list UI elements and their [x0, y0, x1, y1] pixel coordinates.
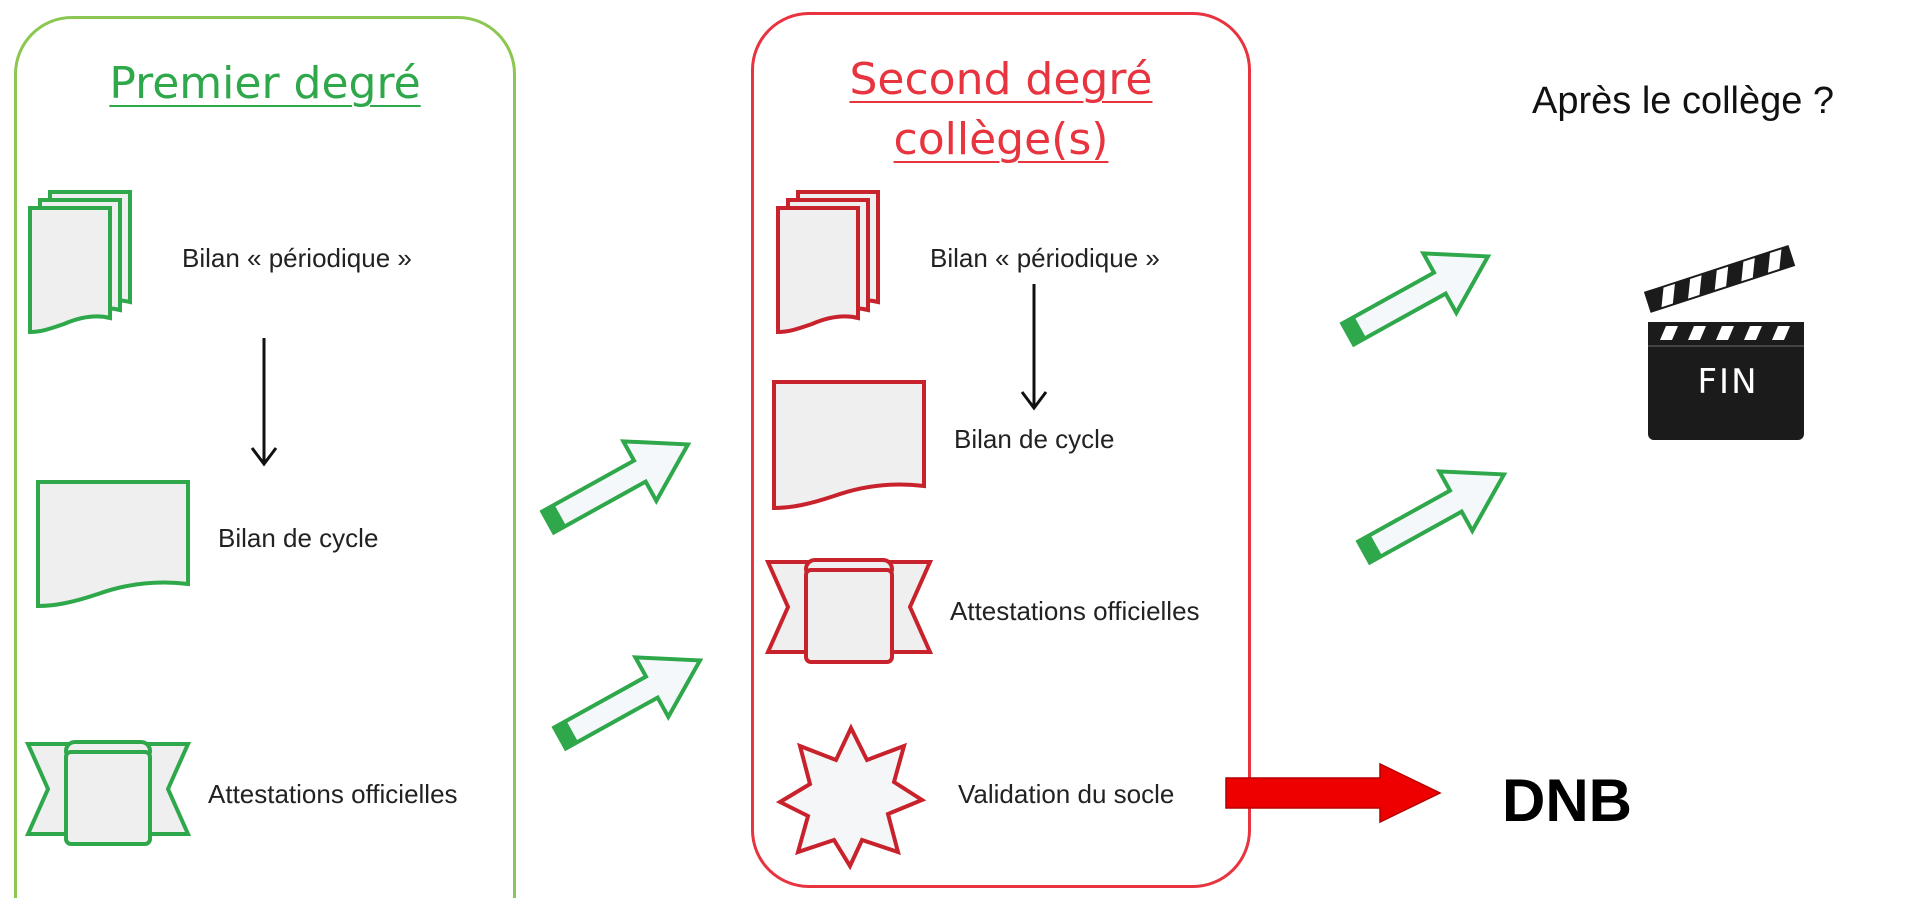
arrow-second-to-after-top — [1329, 224, 1507, 366]
second-validation-label: Validation du socle — [958, 779, 1175, 809]
premier-bilan-periodique-label: Bilan « périodique » — [182, 243, 412, 273]
document-icon — [772, 380, 926, 511]
premier-attestations-label: Attestations officielles — [208, 779, 458, 809]
second-degre-title-line1: Second degré — [849, 54, 1153, 105]
multi-document-icon — [28, 190, 132, 335]
multi-document-icon — [776, 190, 880, 335]
second-bilan-periodique-label: Bilan « périodique » — [930, 243, 1160, 273]
arrow-down-icon — [1020, 284, 1048, 411]
second-bilan-cycle-label: Bilan de cycle — [954, 424, 1115, 454]
arrow-premier-to-second-bottom — [541, 628, 719, 770]
second-degre-title-line2: collège(s) — [893, 114, 1109, 165]
document-icon — [36, 480, 190, 609]
arrow-down-icon — [250, 338, 278, 467]
dnb-label: DNB — [1502, 767, 1632, 834]
arrow-premier-to-second-top — [529, 412, 707, 554]
clapperboard-icon — [1643, 244, 1804, 440]
premier-bilan-cycle-label: Bilan de cycle — [218, 523, 379, 553]
red-arrow-right-icon — [1225, 762, 1442, 824]
arrow-second-to-after-bottom — [1345, 442, 1523, 584]
certificate-ribbon-icon — [24, 740, 192, 846]
clapper-text: FIN — [1697, 362, 1759, 402]
certificate-ribbon-icon — [764, 558, 934, 664]
apres-college-label: Après le collège ? — [1532, 80, 1835, 122]
star-seal-icon — [775, 723, 927, 871]
second-attestations-label: Attestations officielles — [950, 596, 1200, 626]
premier-degre-title: Premier degré — [109, 58, 421, 109]
